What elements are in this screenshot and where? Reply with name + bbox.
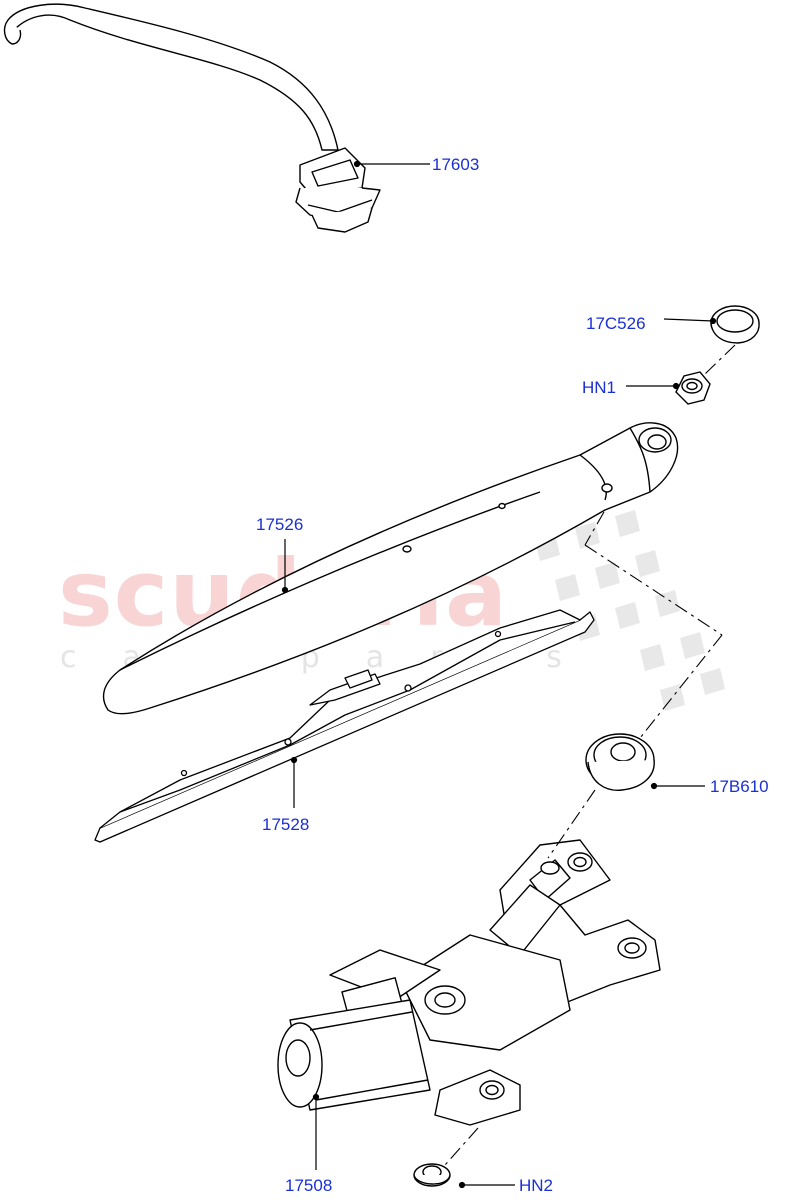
callout-label-17508[interactable]: 17508	[285, 1176, 333, 1195]
callout-label-hn1[interactable]: HN1	[582, 378, 617, 397]
wiper-arm[interactable]	[102, 422, 679, 715]
wiper-motor-assembly[interactable]	[277, 839, 661, 1126]
callout-label-17528[interactable]: 17528	[262, 815, 310, 834]
callout-label-17526[interactable]: 17526	[256, 515, 304, 534]
grommet[interactable]	[585, 733, 655, 791]
callout-label-17c526[interactable]: 17C526	[586, 314, 646, 333]
callout-label-17603[interactable]: 17603	[432, 155, 480, 174]
callout-leaders	[281, 160, 717, 1189]
washer-hose[interactable]	[3, 3, 381, 233]
nut-hn1[interactable]	[675, 371, 711, 405]
arm-cap[interactable]	[710, 305, 760, 344]
wiper-blade[interactable]	[94, 609, 595, 843]
callout-label-hn2[interactable]: HN2	[519, 1176, 554, 1195]
assembly-center-lines	[444, 344, 736, 1166]
callout-label-17b610[interactable]: 17B610	[710, 777, 769, 796]
checkered-flag-icon	[535, 510, 725, 711]
nut-hn2[interactable]	[413, 1163, 451, 1187]
